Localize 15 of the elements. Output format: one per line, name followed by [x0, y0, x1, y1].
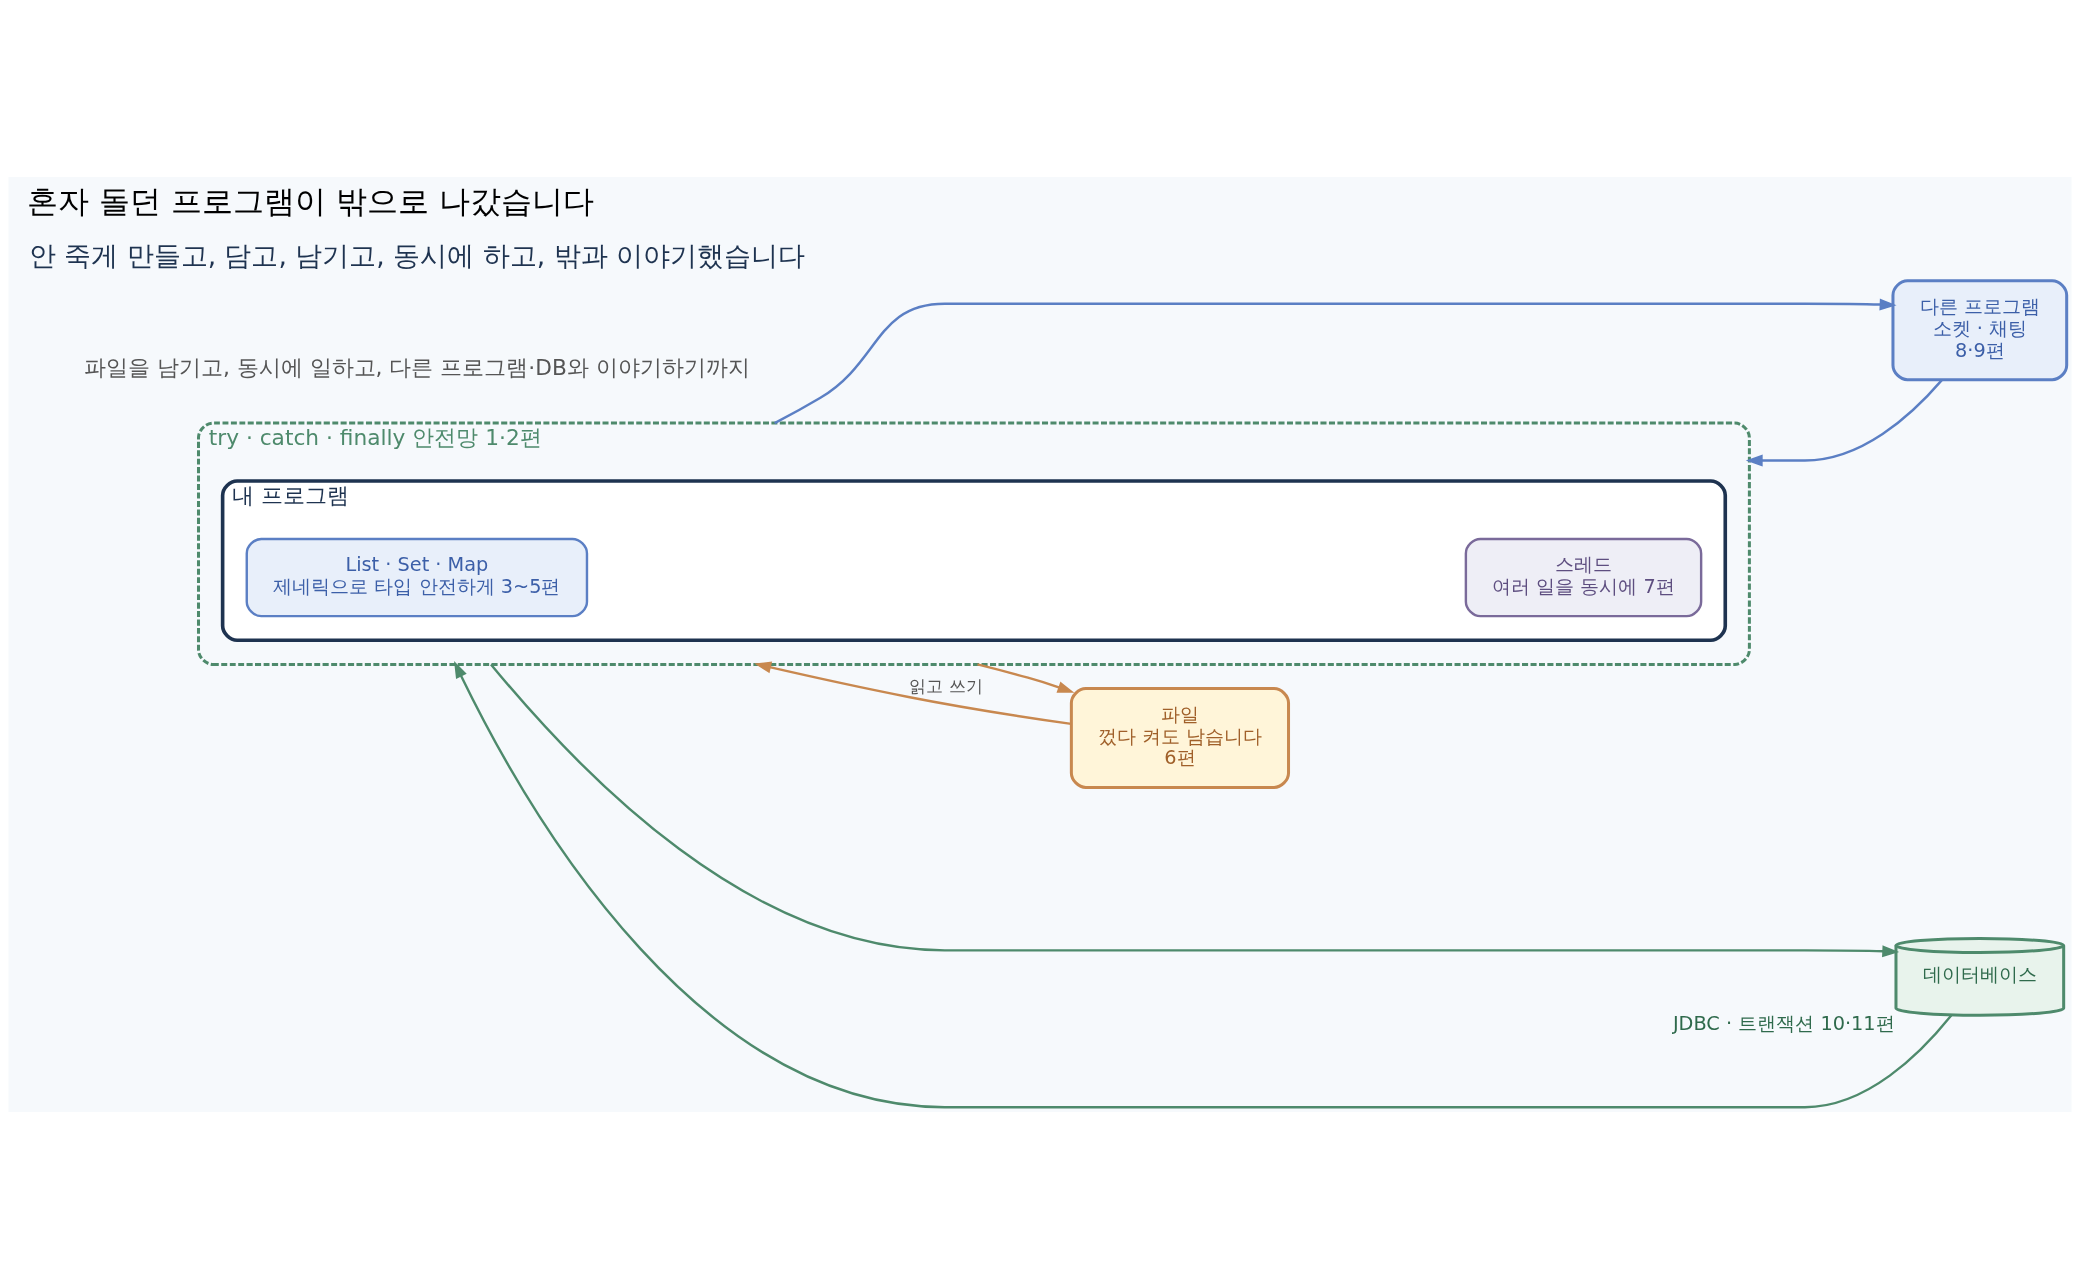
arrow — [454, 660, 1953, 1108]
edge-label: 읽고 쓰기 — [909, 675, 983, 696]
node-box: 다른 프로그램 소켓 · 채팅 8·9편 — [1891, 278, 2069, 381]
label: 파일을 남기고, 동시에 일하고, 다른 프로그램·DB와 이야기하기까지 — [84, 354, 750, 380]
node-label: JDBC · 트랜잭션 10·11편 — [1672, 1011, 1895, 1035]
node-box: 파일 껐다 켜도 남습니다 6편 — [1069, 686, 1291, 789]
caption: 안 죽게 만들고, 담고, 남기고, 동시에 하고, 밖과 이야기했습니다 — [28, 239, 805, 271]
diagram-title: 혼자 돌던 프로그램이 밖으로 나갔습니다 — [27, 182, 595, 219]
arrow — [977, 662, 1075, 693]
arrow — [490, 663, 1900, 957]
arrow — [754, 661, 1072, 725]
node-box: List · Set · Map 제네릭으로 타입 안전하게 3~5편 — [245, 537, 589, 617]
node-box: 스레드 여러 일을 동시에 7편 — [1464, 537, 1703, 617]
arrow — [774, 298, 1897, 424]
arrow — [1745, 378, 1943, 466]
